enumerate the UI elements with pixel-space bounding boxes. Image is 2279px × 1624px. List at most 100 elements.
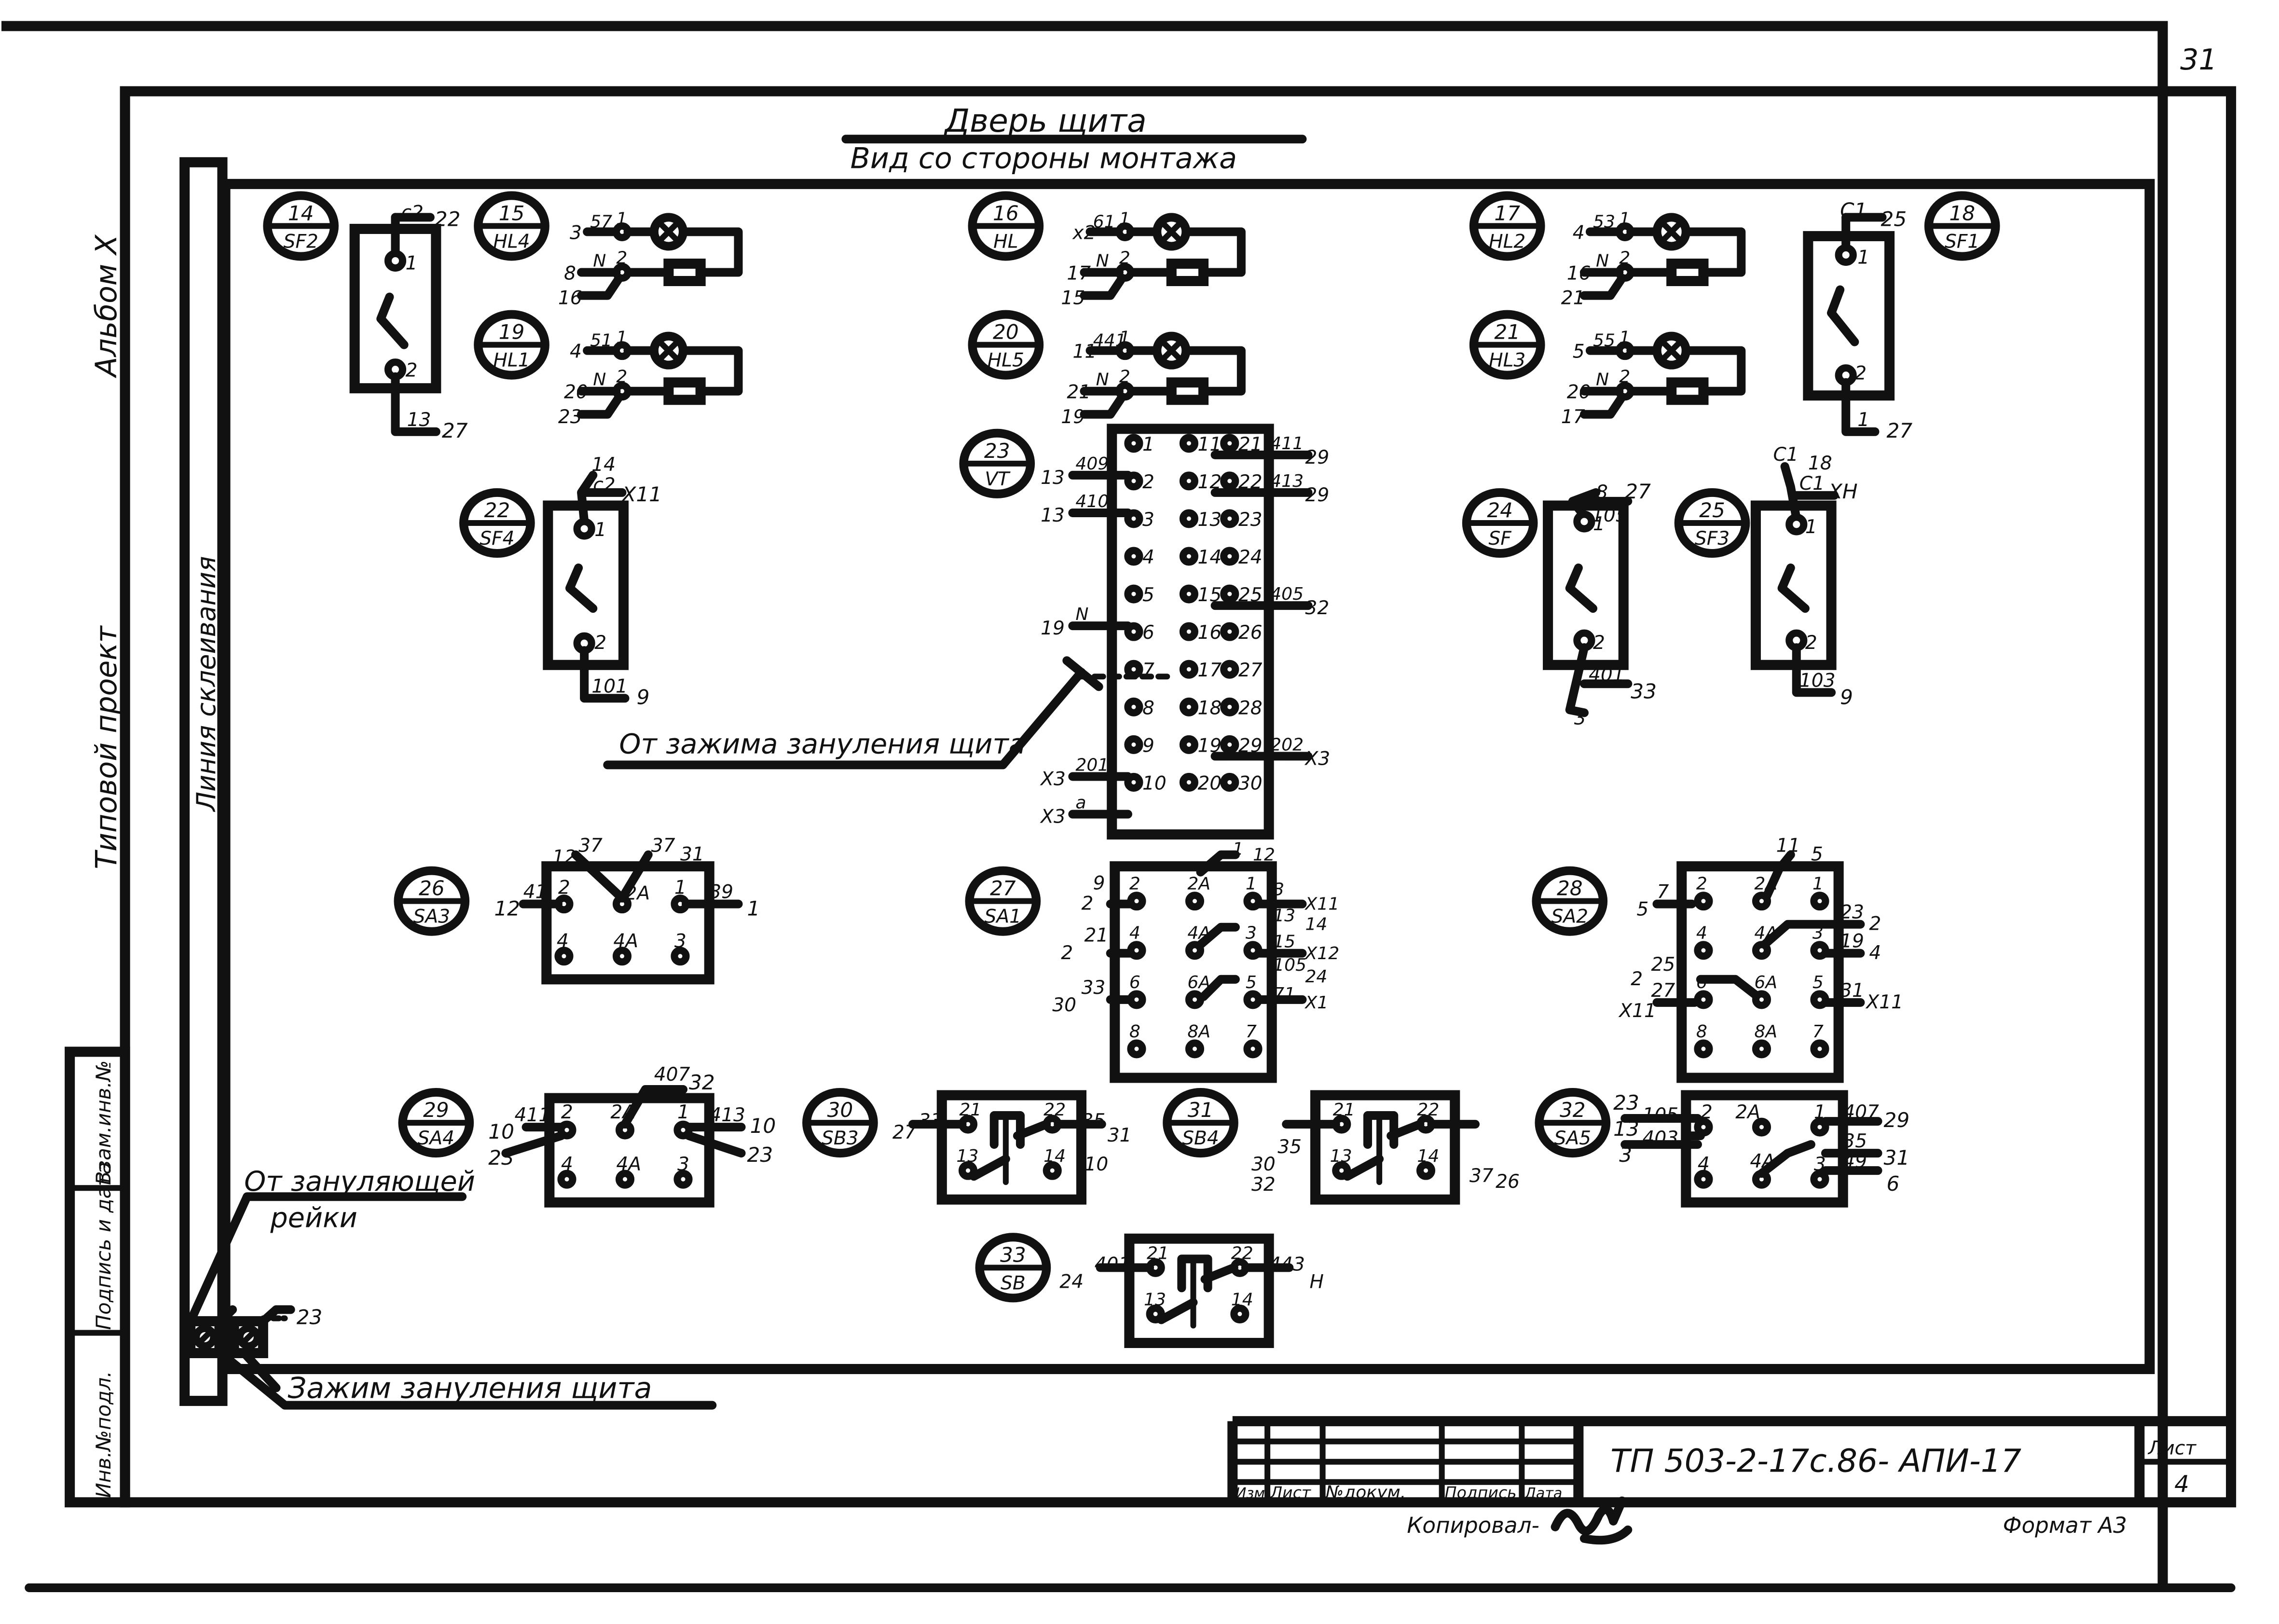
album-label: Альбом X	[90, 234, 124, 379]
sb-wire-label: 24	[1059, 1271, 1084, 1293]
lamp-t2: 2	[1619, 248, 1630, 268]
lamp-n: N	[593, 370, 606, 390]
sa2-term-label: 5	[1812, 972, 1824, 992]
sb3-nc-contact	[1013, 1120, 1051, 1141]
lamp-n: N	[1096, 251, 1109, 271]
sheet-label: Лист	[2147, 1438, 2197, 1459]
sa2-wire: 31	[1840, 980, 1864, 1002]
copier-signature	[1551, 1496, 1633, 1545]
sb4-l21: 21	[1333, 1100, 1355, 1120]
vt-term-circle	[1220, 622, 1239, 641]
lamp-n: N	[1596, 370, 1609, 390]
sb3-wire-label: 35	[1081, 1110, 1105, 1132]
badge-type: HL5	[988, 350, 1024, 372]
sf-t2: 2	[1593, 632, 1605, 654]
vt-term-circle	[1124, 434, 1143, 453]
sf1-top-dest: 25	[1881, 207, 1907, 231]
sb4-wire-label: 26	[1496, 1171, 1520, 1193]
badge-id: 25	[1699, 498, 1725, 522]
sa4-t-4: 4	[561, 1154, 573, 1175]
lamp-resistor	[663, 377, 706, 405]
sa4-w5: 23	[488, 1146, 514, 1170]
sb4-t14	[1416, 1161, 1436, 1180]
lamp-wire-bot	[1579, 392, 1627, 419]
sa2-term-label: 6	[1696, 972, 1707, 992]
sa5-w6: 407	[1843, 1101, 1879, 1123]
sa2-term	[1810, 892, 1829, 911]
badge-type: HL1	[493, 350, 530, 372]
badge-id: 19	[499, 320, 525, 344]
doc-code: ТП 503-2-17с.86- АПИ-17	[1610, 1443, 2021, 1480]
vt-term-circle	[1179, 735, 1199, 754]
badge-id: 14	[288, 201, 314, 225]
sheet-number: 31	[2180, 43, 2217, 77]
vt-right-label: 202	[1270, 734, 1304, 755]
vt-left-label: 409	[1075, 454, 1109, 474]
lamp-wire-bot	[577, 274, 624, 300]
project-label: Типовой проект	[90, 625, 124, 869]
badge-circle	[1469, 191, 1545, 261]
lamp-left-2: 20	[564, 382, 588, 403]
sa1-term	[1243, 941, 1263, 960]
badge-circle	[398, 1088, 474, 1158]
lamp-left-2: 21	[1067, 382, 1091, 403]
sb3-wire-label: 10	[1085, 1154, 1109, 1175]
sa4-t-4a: 4A	[616, 1154, 641, 1175]
lamp-t1: 1	[1119, 328, 1130, 348]
tb-col-izm: Изм.	[1236, 1485, 1270, 1502]
sa2-term	[1752, 941, 1771, 960]
lamp-top-wire: 441	[1093, 330, 1126, 351]
lamp-loop	[1181, 227, 1246, 277]
badge-circle	[263, 191, 339, 261]
vt-left-label: a	[1075, 793, 1086, 813]
vt-left-label: 201	[1075, 755, 1109, 775]
lamp-left-1: x2	[1071, 222, 1096, 244]
sa4-t-2a: 2A	[610, 1101, 635, 1123]
sb3-l13: 13	[956, 1146, 978, 1166]
vt-term-mid: 13	[1198, 509, 1222, 531]
sa1-right-wire: 24	[1305, 966, 1327, 987]
sa1-term-label: 6	[1129, 972, 1140, 992]
lamp-top-wire: 53	[1593, 211, 1615, 232]
sa5-w9: 31	[1884, 1146, 1910, 1170]
sa1-term	[1243, 990, 1263, 1009]
sa5-t-4a: 4A	[1750, 1151, 1775, 1172]
sa5-w5: 403	[1642, 1128, 1678, 1149]
sf1-top-wire: C1	[1840, 198, 1867, 222]
lamp-x2	[1158, 337, 1185, 364]
sa1-term-label: 8A	[1187, 1021, 1210, 1042]
sb3-wire-label: 33	[919, 1110, 943, 1132]
sb3-wire-label: 27	[892, 1122, 917, 1143]
sb3-l14: 14	[1043, 1146, 1066, 1166]
vt-term-circle	[1179, 622, 1199, 641]
sf3-bot-dest: 9	[1840, 685, 1853, 709]
sa5-t-3: 3	[1814, 1154, 1826, 1175]
badge-id: 16	[993, 201, 1019, 225]
sb-l13: 13	[1144, 1289, 1166, 1309]
sa3-w6: 31	[680, 844, 704, 866]
sa1-right-wire: X11	[1304, 894, 1339, 914]
sa1-right-wire: 3	[1273, 880, 1284, 900]
vt-term-mid: 14	[1198, 547, 1222, 568]
lamp-resistor	[1666, 377, 1709, 405]
sa1-term-label: 3	[1246, 923, 1257, 943]
sa4-w4: 411	[515, 1104, 551, 1126]
lamp-t2: 2	[1119, 367, 1130, 387]
sb4-l22: 22	[1417, 1100, 1439, 1120]
vt-right-label: 411	[1270, 433, 1304, 454]
vt-left-label: N	[1075, 604, 1088, 624]
sa1-right-wire: X1	[1304, 992, 1328, 1013]
sa1-right-wire: X12	[1304, 943, 1339, 963]
sa1-left-wire: 2	[1061, 942, 1073, 964]
sa5-t-2a: 2A	[1735, 1101, 1760, 1123]
badge-circle	[968, 310, 1044, 380]
sa5-w1: 23	[1613, 1091, 1639, 1115]
badge-circle	[1462, 488, 1538, 558]
